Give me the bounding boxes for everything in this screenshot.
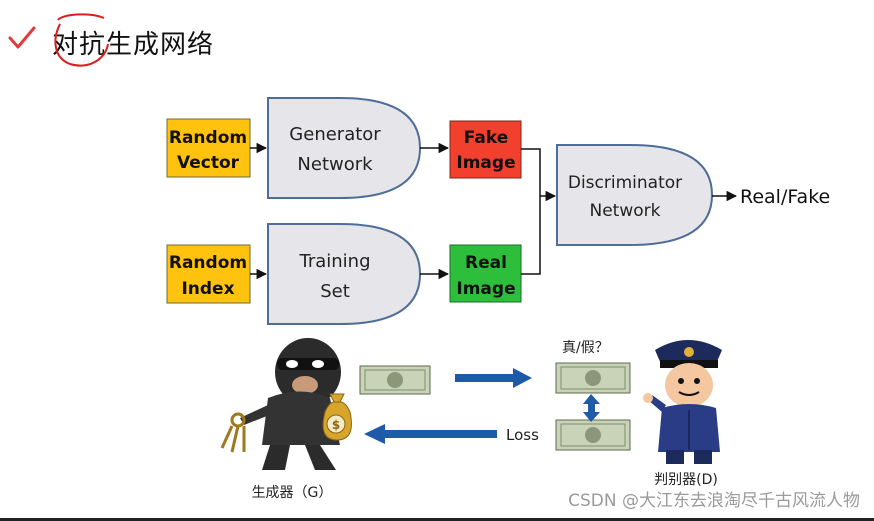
discriminator-line-2: Network <box>590 201 661 221</box>
svg-text:$: $ <box>332 418 340 432</box>
random-vector-box: Random Vector <box>166 118 251 178</box>
fake-image-box: Fake Image <box>449 120 522 179</box>
bottom-border <box>0 518 874 521</box>
discriminator-caption: 判别器(D) <box>654 472 718 488</box>
real-image-line-2: Image <box>456 279 515 299</box>
real-image-box: Real Image <box>449 244 522 303</box>
merge-bracket <box>521 148 541 275</box>
thief-icon <box>240 338 350 470</box>
generator-caption: 生成器（G） <box>252 485 333 501</box>
keys-icon <box>220 412 246 453</box>
generator-line-1: Generator <box>289 124 381 145</box>
fake-image-line-2: Image <box>456 153 515 173</box>
random-index-line-2: Index <box>181 279 234 299</box>
check-icon <box>8 26 36 49</box>
dollar-bill-fake-icon <box>359 365 431 395</box>
loss-label: Loss <box>506 426 539 444</box>
generator-line-2: Network <box>297 154 373 175</box>
training-set-gate: Training Set <box>267 223 422 325</box>
diagram-connectors <box>250 142 738 280</box>
fake-image-line-1: Fake <box>464 128 508 148</box>
random-index-box: Random Index <box>166 244 251 304</box>
blue-arrow-right <box>455 368 532 388</box>
policeman-icon <box>643 340 722 464</box>
question-label: 真/假？ <box>562 340 609 356</box>
random-vector-line-2: Vector <box>177 153 240 173</box>
red-scribble-annotation <box>54 13 109 67</box>
generator-network-gate: Generator Network <box>267 97 422 199</box>
discriminator-network-gate: Discriminator Network <box>556 144 714 246</box>
training-set-line-2: Set <box>320 281 350 302</box>
real-image-line-1: Real <box>465 253 507 273</box>
watermark: CSDN @大江东去浪淘尽千古风流人物 <box>568 491 860 511</box>
money-bag-icon: $ <box>322 393 352 441</box>
output-label: Real/Fake <box>740 186 830 208</box>
discriminator-line-1: Discriminator <box>568 173 682 193</box>
blue-arrow-left <box>364 424 497 444</box>
random-index-line-1: Random <box>169 253 247 273</box>
blue-double-arrow-vertical <box>583 394 600 422</box>
random-vector-line-1: Random <box>169 128 247 148</box>
training-set-line-1: Training <box>298 251 370 272</box>
page-title: 对抗生成网络 <box>52 30 215 60</box>
dollar-bill-bottom-icon <box>555 419 631 451</box>
dollar-bill-top-icon <box>555 362 631 394</box>
